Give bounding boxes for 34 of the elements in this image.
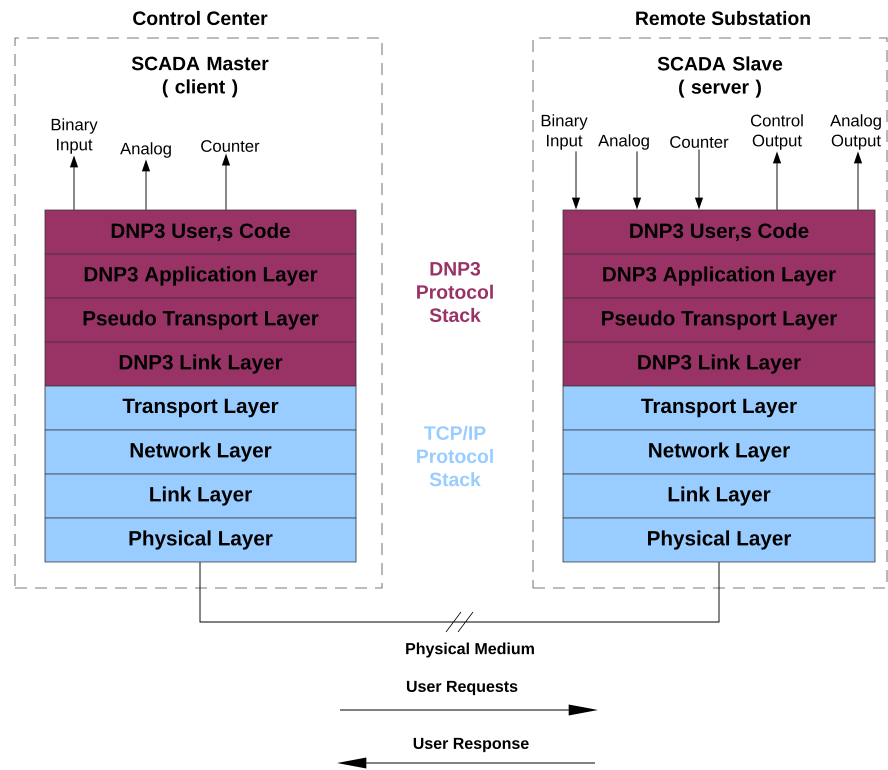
signal-label: Binary Input <box>52 118 98 154</box>
layer-box: Link Layer <box>562 474 876 518</box>
layer-box: DNP3 Link Layer <box>44 342 356 386</box>
layer-box: Pseudo Transport Layer <box>44 298 356 342</box>
layer-box: DNP3 Link Layer <box>562 342 876 386</box>
layer-box: Network Layer <box>562 430 876 474</box>
signal-label: Binary Input <box>542 114 588 150</box>
stack-label: DNP3 Protocol Stack <box>417 262 493 322</box>
layer-box: Physical Layer <box>562 518 876 562</box>
layer-box: Transport Layer <box>44 386 356 430</box>
group-heading: Control Center <box>133 10 268 26</box>
edge-label: Physical Medium <box>404 641 536 659</box>
direction-label: User Requests <box>406 680 518 696</box>
connector <box>200 562 720 622</box>
layer-box: DNP3 Application Layer <box>44 254 356 298</box>
direction-label: User Response <box>414 738 529 752</box>
layer-box: DNP3 User,s Code <box>562 210 876 254</box>
signal-label: Counter <box>201 140 260 152</box>
role-heading: SCADA Slave ( server ) <box>658 56 782 98</box>
role-heading: SCADA Master ( client ) <box>132 56 268 98</box>
layer-box: Transport Layer <box>562 386 876 430</box>
layer-box: Physical Layer <box>44 518 356 562</box>
layer-box: Network Layer <box>44 430 356 474</box>
signal-label: Control Output <box>750 114 803 150</box>
signal-label: Counter <box>670 136 728 148</box>
signal-label: Analog <box>120 142 171 158</box>
layer-box: Link Layer <box>44 474 356 518</box>
layer-box: DNP3 Application Layer <box>562 254 876 298</box>
group-heading: Remote Substation <box>636 10 810 26</box>
signal-label: Analog <box>598 134 649 150</box>
layer-box: DNP3 User,s Code <box>44 210 356 254</box>
layer-box: Pseudo Transport Layer <box>562 298 876 342</box>
signal-label: Analog Output <box>830 114 881 150</box>
stack-label: TCP/IP Protocol Stack <box>417 426 493 486</box>
